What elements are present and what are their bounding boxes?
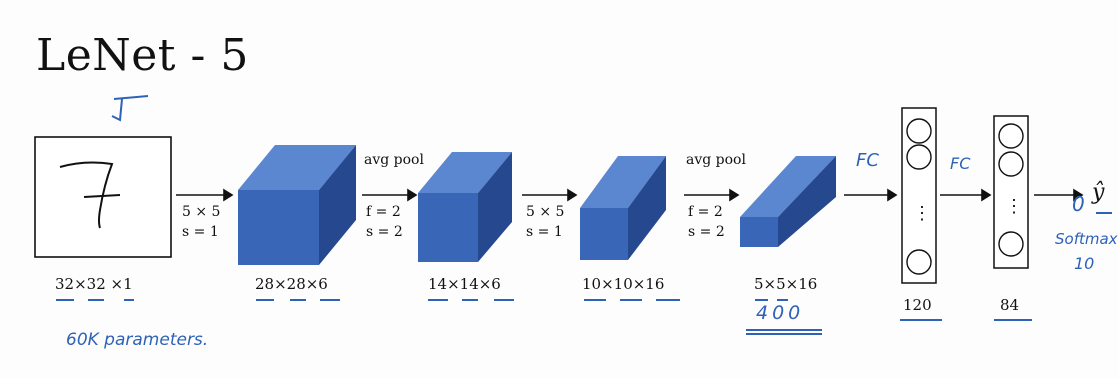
fc2-ellipsis: ⋮ bbox=[1005, 196, 1023, 217]
op-conv2-stride: s = 1 bbox=[526, 224, 563, 240]
op-conv2-filter: 5 × 5 bbox=[526, 204, 565, 220]
output-y-hat: ŷ bbox=[1092, 180, 1105, 205]
op-pool1: f = 2 s = 2 bbox=[366, 202, 403, 242]
op-pool1-stride: s = 2 bbox=[366, 224, 403, 240]
dims-conv2: 10×10×16 bbox=[582, 275, 665, 293]
note-output-neuron: 0 bbox=[1072, 192, 1085, 216]
op-pool2: f = 2 s = 2 bbox=[688, 202, 725, 242]
note-softmax: Softmax bbox=[1055, 230, 1118, 248]
volume-28x28x6 bbox=[238, 145, 356, 265]
op-conv2: 5 × 5 s = 1 bbox=[526, 202, 564, 242]
fc-layer-84 bbox=[993, 115, 1029, 269]
note-classes: 10 bbox=[1074, 254, 1095, 273]
dims-conv1: 28×28×6 bbox=[255, 275, 328, 293]
fc-layer-120 bbox=[901, 107, 937, 284]
volume-14x14x6 bbox=[418, 152, 512, 262]
dims-input: 32×32 ×1 bbox=[55, 275, 133, 293]
volume-5x5x16 bbox=[740, 156, 836, 247]
pen-underlines bbox=[56, 212, 1112, 335]
volume-10x10x16 bbox=[580, 156, 666, 260]
op-conv1-stride: s = 1 bbox=[182, 224, 219, 240]
note-flat-size: 400 bbox=[756, 302, 805, 324]
note-fc2: FC bbox=[950, 154, 971, 173]
dims-pool1: 14×14×6 bbox=[428, 275, 501, 293]
fc1-ellipsis: ⋮ bbox=[913, 203, 931, 224]
dims-fc1: 120 bbox=[903, 296, 932, 314]
op-pool2-filter: f = 2 bbox=[688, 204, 723, 220]
note-fc1: FC bbox=[856, 150, 879, 171]
pen-arrow-mark bbox=[111, 95, 149, 122]
digit-seven-stroke bbox=[59, 161, 114, 229]
op-pool1-name: avg pool bbox=[364, 152, 424, 168]
op-pool1-filter: f = 2 bbox=[366, 204, 401, 220]
dims-fc2: 84 bbox=[1000, 296, 1020, 314]
op-conv1-filter: 5 × 5 bbox=[182, 204, 221, 220]
op-pool2-name: avg pool bbox=[686, 152, 746, 168]
dims-pool2: 5×5×16 bbox=[754, 275, 818, 293]
op-pool2-stride: s = 2 bbox=[688, 224, 725, 240]
op-conv1: 5 × 5 s = 1 bbox=[182, 202, 220, 242]
note-params: 60K parameters. bbox=[66, 330, 209, 350]
diagram-title: LeNet - 5 bbox=[36, 30, 249, 81]
